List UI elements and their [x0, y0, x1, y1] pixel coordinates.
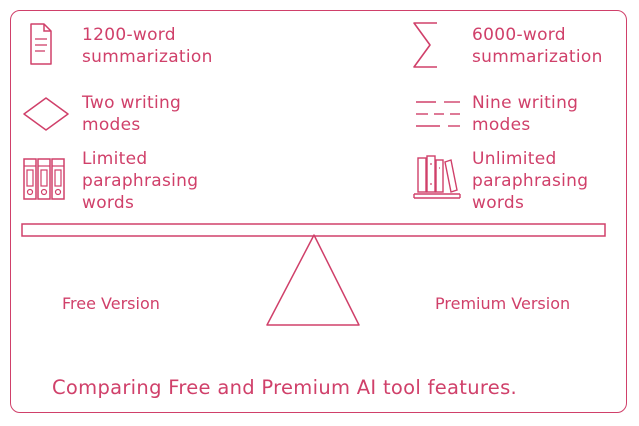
sigma-icon — [413, 22, 437, 68]
premium-feature-paraphrasing: Unlimited paraphrasing words — [472, 149, 589, 213]
document-icon — [30, 23, 52, 65]
free-version-label: Free Version — [62, 294, 160, 313]
free-feature-summarization: 1200-word summarization — [82, 25, 213, 67]
diamond-icon — [23, 97, 69, 131]
premium-feature-writing-modes: Nine writing modes — [472, 93, 579, 135]
free-feature-writing-modes: Two writing modes — [82, 93, 182, 135]
diagram-caption: Comparing Free and Premium AI tool featu… — [52, 376, 518, 399]
seesaw-fulcrum — [266, 234, 360, 326]
premium-feature-summarization: 6000-word summarization — [472, 25, 603, 67]
free-feature-paraphrasing: Limited paraphrasing words — [82, 149, 199, 213]
binders-icon — [23, 158, 65, 200]
diagram-frame — [10, 10, 627, 413]
dashed-lines-icon — [416, 101, 460, 127]
premium-version-label: Premium Version — [435, 294, 571, 313]
bookshelf-icon — [413, 155, 461, 199]
